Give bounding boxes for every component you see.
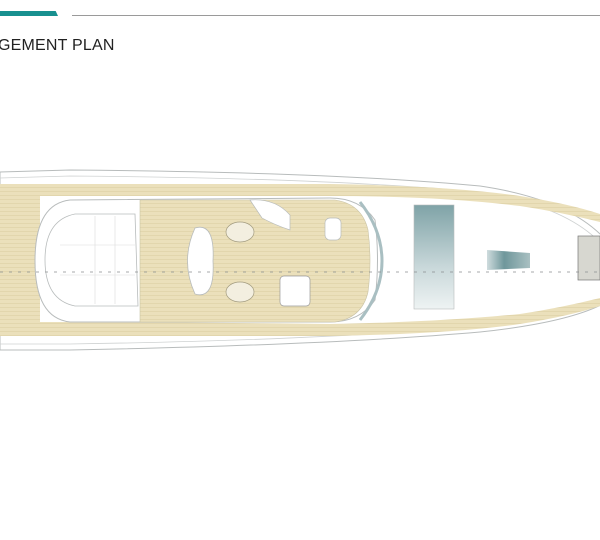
sunpad bbox=[44, 213, 139, 307]
sunpad-cushions bbox=[60, 216, 135, 304]
page-title: GEMENT PLAN bbox=[0, 37, 115, 54]
helm-seat-starboard bbox=[225, 281, 255, 303]
lounge-port bbox=[249, 199, 291, 231]
windshield bbox=[358, 201, 384, 321]
anchor-locker bbox=[577, 235, 600, 281]
bar-unit bbox=[279, 275, 311, 307]
port-side-deck bbox=[0, 184, 600, 222]
header-accent-bar bbox=[0, 11, 58, 16]
skylight bbox=[413, 204, 455, 310]
header-divider bbox=[72, 15, 600, 16]
starboard-side-deck bbox=[0, 298, 600, 336]
helm-seat-port bbox=[225, 221, 255, 243]
aft-deck bbox=[0, 196, 40, 322]
dinette-seat bbox=[187, 226, 214, 296]
forward-hatch bbox=[487, 250, 530, 270]
sofa-starboard bbox=[324, 217, 342, 241]
